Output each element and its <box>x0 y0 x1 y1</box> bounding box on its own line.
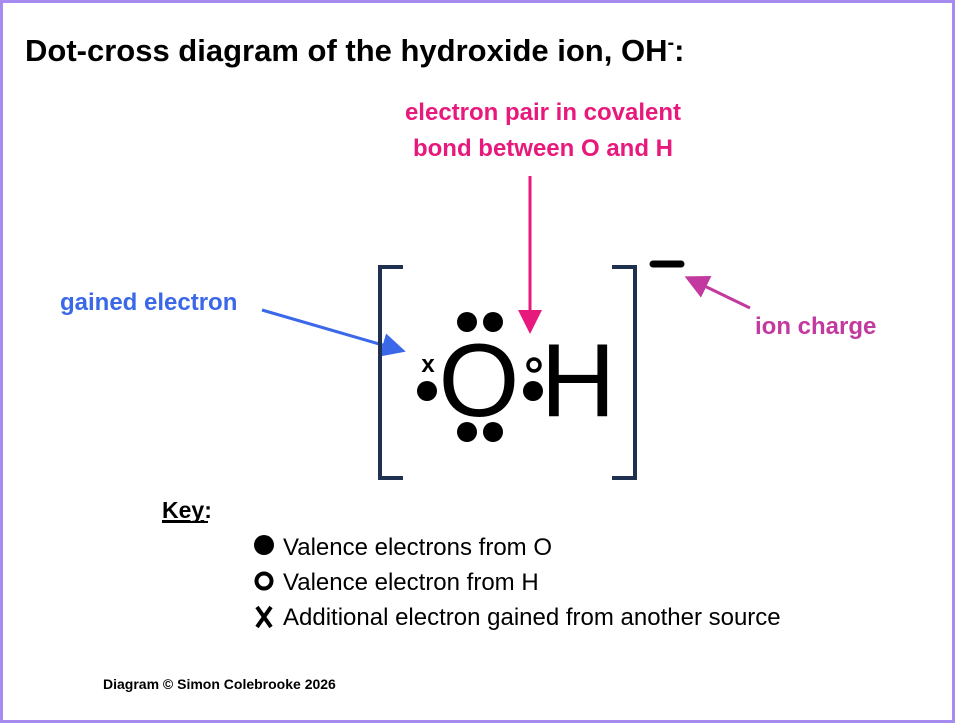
bond-label-line1: electron pair in covalent <box>405 99 681 126</box>
gained-electron-arrow <box>261 308 406 357</box>
electron-dot <box>483 422 503 442</box>
gained-electron-label: gained electron <box>60 289 237 316</box>
copyright-footer: Diagram © Simon Colebrooke 2026 <box>103 676 336 692</box>
left-bracket <box>378 265 403 480</box>
electron-dot <box>457 422 477 442</box>
key-heading: Key: <box>162 497 212 523</box>
open-circle-icon <box>254 571 274 591</box>
electron-dot <box>523 381 543 401</box>
electron-dot <box>417 381 437 401</box>
oxygen-symbol: O <box>439 323 520 439</box>
key-item-gained-electron: Additional electron gained from another … <box>283 604 781 631</box>
key-item-h-electron: Valence electron from H <box>283 569 539 596</box>
filled-dot-icon <box>254 535 274 555</box>
hydrogen-electron-circle <box>526 357 542 373</box>
gained-electron-cross: x <box>421 351 435 378</box>
hydrogen-symbol: H <box>540 323 615 439</box>
oxygen-electrons <box>417 312 543 442</box>
ion-charge-arrow <box>684 276 751 310</box>
right-bracket <box>612 265 637 480</box>
diagram-title: Dot-cross diagram of the hydroxide ion, … <box>25 32 684 68</box>
cross-icon <box>255 605 273 629</box>
electron-dot <box>457 312 477 332</box>
electron-dot <box>483 312 503 332</box>
key-item-o-electrons: Valence electrons from O <box>283 534 552 561</box>
bond-label-line2: bond between O and H <box>413 135 673 162</box>
ion-charge-label: ion charge <box>755 313 876 340</box>
